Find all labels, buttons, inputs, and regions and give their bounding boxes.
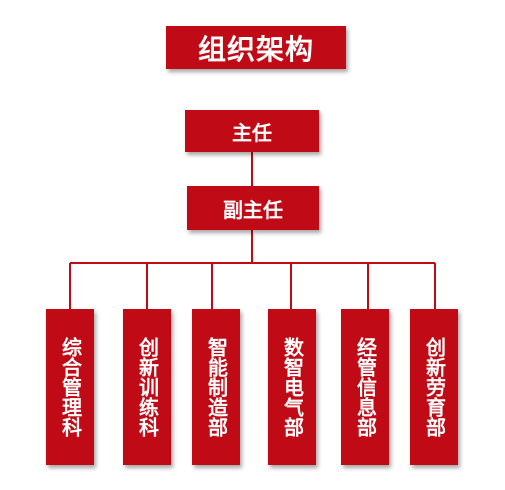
node-dept-innovation-labor-education: 创新劳育部 [410, 309, 458, 465]
node-dept-innovation-training: 创新训练科 [123, 309, 171, 465]
node-deputy: 副主任 [187, 186, 319, 230]
node-dept-digital-electrical: 数智电气部 [268, 309, 316, 465]
node-head: 主任 [185, 110, 319, 152]
node-dept-general-management: 综合管理科 [46, 309, 94, 465]
chart-title: 组织架构 [166, 26, 346, 69]
node-dept-management-information: 经管信息部 [341, 309, 389, 465]
node-dept-intelligent-manufacturing: 智能制造部 [192, 309, 240, 465]
